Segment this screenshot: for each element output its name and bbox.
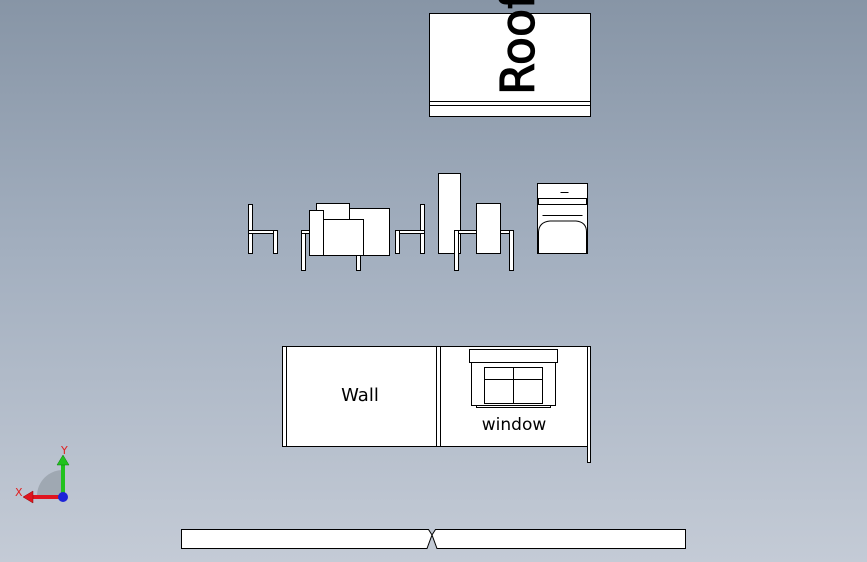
ground-plane-drawing [181,529,686,549]
window-part[interactable]: window [436,346,594,464]
cabinet-table[interactable] [438,173,514,271]
triad-drawing: Y X [15,444,70,504]
window-label: window [482,415,547,435]
coordinate-triad: Y X [12,440,82,510]
y-axis-label: Y [60,444,68,457]
chair-right[interactable] [395,204,425,254]
wall-part[interactable]: Wall [282,346,442,448]
roof-drawing: Roof [429,0,591,117]
wall-label: Wall [341,385,379,406]
ground-plane[interactable] [181,527,687,551]
window-frame [469,349,558,408]
z-axis-dot [58,492,68,502]
wall-drawing: Wall [282,346,440,447]
bed[interactable] [537,183,588,254]
roof-label: Roof [491,0,545,95]
chair-left[interactable] [248,204,278,254]
furniture-group[interactable] [240,170,600,275]
x-axis-label: X [15,486,23,499]
roof-part[interactable]: Roof [429,0,591,117]
window-drawing: window [436,346,591,463]
sofa-table[interactable] [301,203,390,271]
furniture-drawing [248,173,588,271]
